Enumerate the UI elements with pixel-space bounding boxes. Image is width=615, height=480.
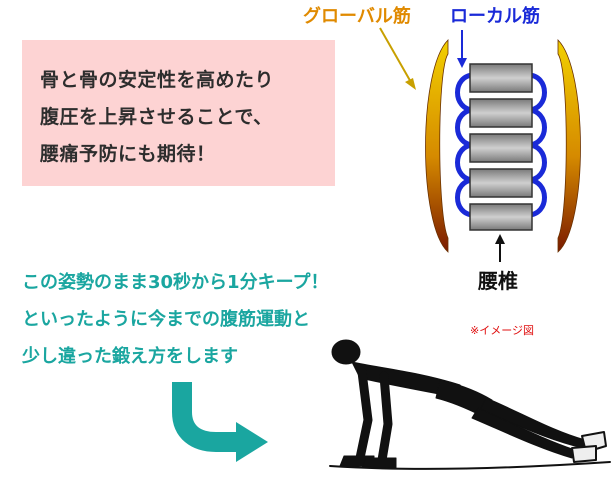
vertebrae	[469, 63, 533, 231]
note-line-3: 腰痛予防にも期待！	[40, 143, 216, 165]
global-muscle-right	[557, 39, 581, 253]
note-box: 骨と骨の安定性を高めたり 腹圧を上昇させることで、 腰痛予防にも期待！	[22, 40, 335, 186]
image-note-label: ※イメージ図	[470, 324, 534, 337]
instruction-line-1: この姿勢のまま30秒から1分キープ！	[22, 272, 329, 293]
local-muscle-loops	[455, 72, 547, 218]
curved-arrow-icon	[172, 382, 268, 462]
global-muscle-label: グローバル筋	[303, 6, 411, 27]
note-line-1: 骨と骨の安定性を高めたり	[40, 69, 275, 91]
instruction-line-3: 少し違った鍛え方をします	[22, 346, 238, 367]
plank-figure-icon	[329, 339, 611, 470]
instruction-line-2: といったように今までの腹筋運動と	[22, 309, 310, 330]
lumbar-pointer-icon	[495, 234, 505, 262]
note-line-2: 腹圧を上昇させることで、	[40, 106, 273, 128]
global-muscle-left	[425, 39, 449, 253]
local-muscle-label: ローカル筋	[450, 6, 540, 27]
global-muscle-pointer-icon	[379, 27, 416, 90]
lumbar-label: 腰椎	[478, 269, 518, 293]
local-muscle-pointer-icon	[457, 30, 467, 68]
